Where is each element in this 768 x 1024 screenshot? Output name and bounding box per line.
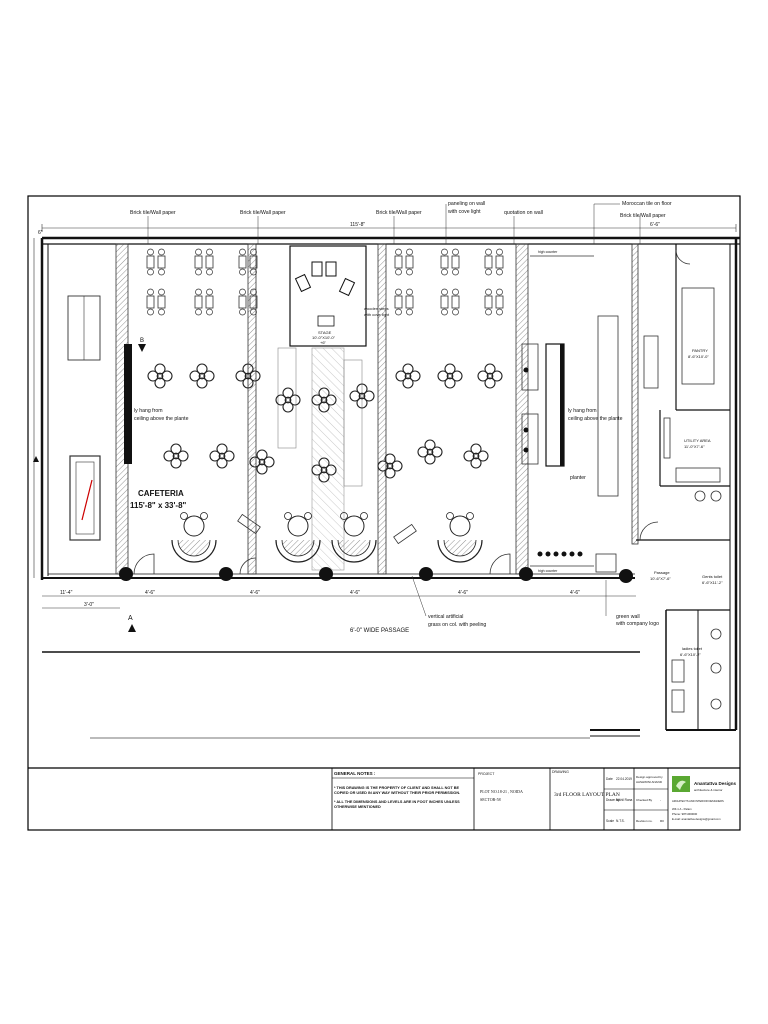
svg-text:Drawn by: Drawn by [606,798,620,802]
svg-text:10'-0"X10'-0": 10'-0"X10'-0" [312,335,336,340]
cafeteria-size: 115'-8" x 33'-8" [130,501,187,510]
table-group-2 [394,248,504,316]
svg-text:Brick tile/Wall paper: Brick tile/Wall paper [130,210,176,216]
svg-text:6'-0" WIDE PASSAGE: 6'-0" WIDE PASSAGE [350,628,409,634]
svg-text:ceiling above the plante: ceiling above the plante [134,416,189,422]
svg-text:115'-8": 115'-8" [350,222,365,228]
svg-text:6'-6"X10'-2": 6'-6"X10'-2" [680,652,701,657]
doors [133,249,691,575]
section-mark-b: B [138,338,146,352]
svg-text:10'-6"X7'-6": 10'-6"X7'-6" [650,576,671,581]
project-line-2: SECTOR-58 [480,797,501,802]
counter-stools [523,367,583,557]
svg-text:11'-4": 11'-4" [60,590,73,596]
svg-text:N.T.S.: N.T.S. [616,819,625,823]
svg-text:4'-6": 4'-6" [570,590,580,596]
svg-text:PROJECT: PROJECT [478,772,495,776]
note-1: * THIS DRAWING IS THE PROPERTY OF CLIENT… [334,786,461,795]
svg-text:PANTRY: PANTRY [692,348,708,353]
central-aisle [311,347,345,571]
svg-text:Phone: 9871000000: Phone: 9871000000 [672,812,698,816]
building-walls [40,236,740,737]
svg-text:Brick tile/Wall paper: Brick tile/Wall paper [620,213,666,219]
svg-text:WZ-1 A - Palam: WZ-1 A - Palam [672,807,692,811]
svg-text:quotation on wall: quotation on wall [504,210,543,216]
svg-text:Design approved by: Design approved by [636,775,663,779]
svg-text:Brick tile/Wall paper: Brick tile/Wall paper [240,210,286,216]
svg-text:DRAWING: DRAWING [552,770,569,774]
svg-text:Gents toilet: Gents toilet [702,574,723,579]
stage: STAGE 10'-0"X10'-0" +6" [289,245,367,347]
callouts: Brick tile/Wall paper Brick tile/Wall pa… [130,201,672,634]
drawing-title: 3rd FLOOR LAYOUT PLAN [554,792,620,798]
svg-text:4'-6": 4'-6" [250,590,260,596]
svg-text:with cove light: with cove light [364,312,390,317]
planter-strip-left [124,344,132,464]
svg-text:green wall: green wall [616,614,640,620]
leader-lines [147,203,641,617]
svg-text:4'-6": 4'-6" [350,590,360,596]
svg-text:22.04.2019: 22.04.2019 [616,777,632,781]
svg-text:6": 6" [38,230,43,236]
table-group-1 [146,248,258,316]
svg-text:-: - [660,798,661,802]
svg-text:UTILITY AREA: UTILITY AREA [684,438,711,443]
svg-text:Nikhil Rana: Nikhil Rana [616,798,633,802]
cafeteria-label: CAFETERIA [138,489,184,498]
svg-text:with cove light: with cove light [448,209,481,215]
svg-text:ceiling above the plante: ceiling above the plante [568,416,623,422]
svg-text:planter: planter [570,475,586,481]
note-2: * ALL THE DIMENSIONS AND LEVELS ARE IN F… [334,800,460,809]
svg-text:11'-0"X7'-6": 11'-0"X7'-6" [684,444,705,449]
svg-text:Brick tile/Wall paper: Brick tile/Wall paper [376,210,422,216]
svg-text:Scale: Scale [606,819,614,823]
svg-text:Revision no.: Revision no. [636,819,653,823]
svg-text:vertical artificial: vertical artificial [428,614,463,620]
sheet-border [27,195,741,831]
svg-text:high counter: high counter [538,250,558,254]
dimension-lines [33,224,737,609]
svg-text:4'-6": 4'-6" [458,590,468,596]
svg-text:ladies toilet: ladies toilet [682,646,703,651]
table-tennis [69,455,101,541]
svg-text:R0: R0 [660,819,664,823]
svg-text:with company logo: with company logo [616,621,659,627]
svg-text:3'-0": 3'-0" [84,602,94,608]
svg-text:ly hang from: ly hang from [568,408,597,414]
svg-text:AASHWINI ANAND: AASHWINI ANAND [636,780,663,784]
svg-text:Passage: Passage [654,570,670,575]
svg-text:6'-6"X11'-2": 6'-6"X11'-2" [702,580,723,585]
section-mark-a: A [128,615,136,632]
svg-text:Checked By: Checked By [636,798,653,802]
svg-text:wooden steps: wooden steps [364,306,389,311]
svg-text:B: B [140,338,144,344]
svg-text:paneling on wall: paneling on wall [448,201,485,207]
svg-text:A: A [128,615,133,622]
svg-text:Date: Date [606,777,613,781]
svg-text:8'-6"X10'-0": 8'-6"X10'-0" [688,354,709,359]
svg-text:high counter: high counter [538,569,558,573]
svg-text:grass on col. with peeling: grass on col. with peeling [428,622,486,628]
company-name: Anantattva Designs [694,781,737,786]
svg-text:STAGE: STAGE [318,330,332,335]
svg-text:Moroccan tile on floor: Moroccan tile on floor [622,201,672,207]
service-counter [521,255,722,713]
project-line-1: PLOT NO.18-21 , NOIDA [480,789,523,795]
title-block: GENERAL NOTES : * THIS DRAWING IS THE PR… [331,768,737,830]
svg-text:E-mail: anantattva.designs@gma: E-mail: anantattva.designs@gmail.com [672,817,721,821]
general-notes-heading: GENERAL NOTES : [334,771,376,776]
svg-text:6'-6": 6'-6" [650,222,660,228]
svg-text:architecture & interior: architecture & interior [694,788,723,792]
svg-text:4'-6": 4'-6" [145,590,155,596]
svg-text:ly hang from: ly hang from [134,408,163,414]
svg-text:ARCHITECTS AND INTERIOR DESIGN: ARCHITECTS AND INTERIOR DESIGNERS [672,799,724,803]
svg-text:+6": +6" [320,340,327,345]
room-labels: CAFETERIA 115'-8" x 33'-8" PANTRY 8'-6"X… [130,348,723,657]
